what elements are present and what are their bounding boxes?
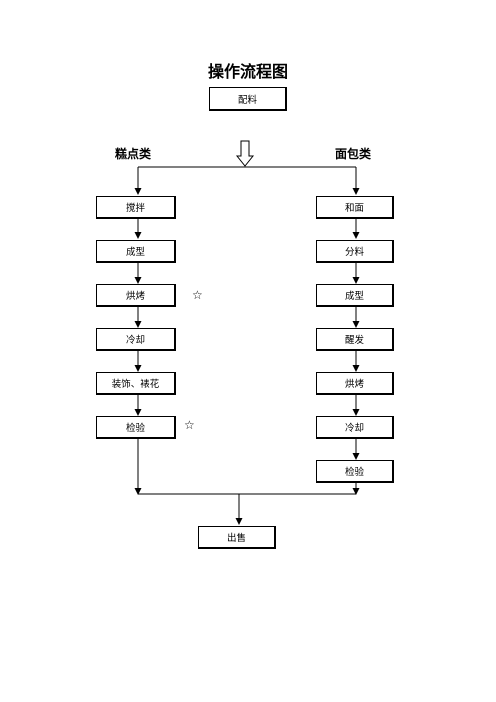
- end-box: 出售: [198, 526, 276, 549]
- hollow-down-arrow: [235, 140, 255, 167]
- left-step-3: 烘烤: [96, 284, 176, 307]
- right-branch-label: 面包类: [335, 147, 372, 161]
- right-step-5: 烘烤: [316, 372, 394, 395]
- star-marker-icon: ☆: [192, 288, 203, 302]
- left-step-6: 检验: [96, 416, 176, 439]
- left-step-4: 冷却: [96, 328, 176, 351]
- right-step-7: 检验: [316, 460, 394, 483]
- left-branch-label: 糕点类: [115, 147, 152, 161]
- right-step-2: 分料: [316, 240, 394, 263]
- start-box: 配料: [209, 87, 287, 111]
- right-step-1: 和面: [316, 196, 394, 219]
- right-step-3: 成型: [316, 284, 394, 307]
- star-marker-icon: ☆: [184, 418, 195, 432]
- right-step-6: 冷却: [316, 416, 394, 439]
- right-step-4: 醒发: [316, 328, 394, 351]
- left-step-5: 装饰、裱花: [96, 372, 176, 395]
- left-step-2: 成型: [96, 240, 176, 263]
- page-title: 操作流程图: [207, 62, 288, 81]
- left-step-1: 搅拌: [96, 196, 176, 219]
